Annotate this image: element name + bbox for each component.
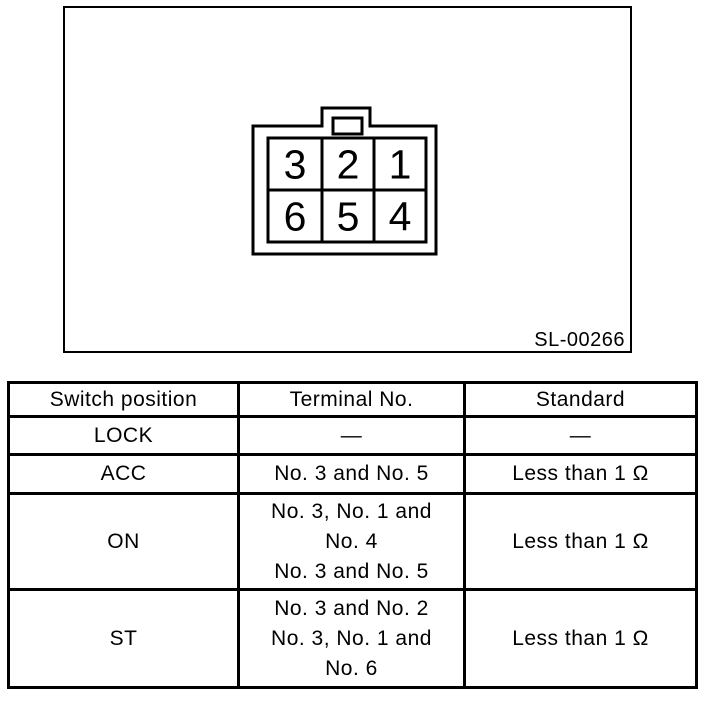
table-row-st: ST No. 3 and No. 2 No. 3, No. 1 and No. …	[7, 588, 698, 689]
connector-diagram: 3 2 1 6 5 4	[251, 106, 438, 256]
cell-standard-lock: —	[463, 415, 698, 456]
header-switch-position: Switch position	[7, 381, 240, 418]
switch-position-table: Switch position Terminal No. Standard LO…	[7, 381, 698, 689]
cell-position-on: ON	[7, 492, 240, 591]
cell-standard-acc: Less than 1 Ω	[463, 453, 698, 495]
table-row-lock: LOCK — —	[7, 415, 698, 456]
cell-terminals-acc: No. 3 and No. 5	[237, 453, 466, 495]
cell-terminals-st: No. 3 and No. 2 No. 3, No. 1 and No. 6	[237, 588, 466, 689]
cell-position-st: ST	[7, 588, 240, 689]
table-row-acc: ACC No. 3 and No. 5 Less than 1 Ω	[7, 453, 698, 495]
terminal-number-4: 4	[389, 194, 412, 240]
connector-figure-box: 3 2 1 6 5 4 SL-00266	[63, 6, 632, 353]
table-header-row: Switch position Terminal No. Standard	[7, 381, 698, 418]
cell-terminals-lock: —	[237, 415, 466, 456]
terminal-number-1: 1	[389, 142, 412, 188]
table-row-on: ON No. 3, No. 1 and No. 4 No. 3 and No. …	[7, 492, 698, 591]
cell-standard-st: Less than 1 Ω	[463, 588, 698, 689]
terminal-number-5: 5	[337, 194, 360, 240]
cell-position-lock: LOCK	[7, 415, 240, 456]
cell-position-acc: ACC	[7, 453, 240, 495]
figure-reference-code: SL-00266	[534, 329, 625, 351]
terminal-number-6: 6	[284, 194, 307, 240]
cell-standard-on: Less than 1 Ω	[463, 492, 698, 591]
connector-key-tab	[331, 116, 364, 136]
header-standard: Standard	[463, 381, 698, 418]
terminal-number-2: 2	[337, 142, 360, 188]
header-terminal-no: Terminal No.	[237, 381, 466, 418]
terminal-number-3: 3	[284, 142, 307, 188]
cell-terminals-on: No. 3, No. 1 and No. 4 No. 3 and No. 5	[237, 492, 466, 591]
